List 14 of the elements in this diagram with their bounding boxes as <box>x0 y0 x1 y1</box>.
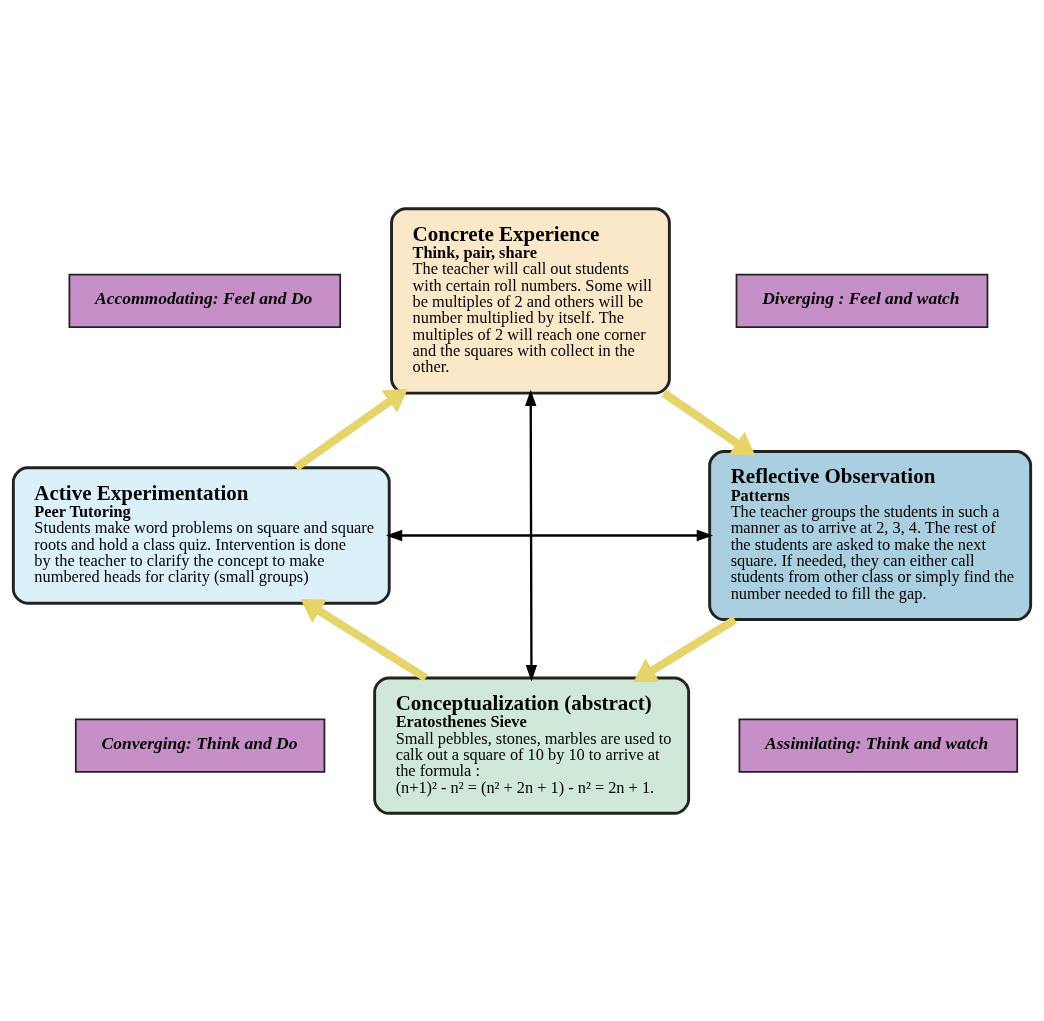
node-box: Accommodating: Feel and Do <box>68 273 342 328</box>
arrow <box>300 598 428 681</box>
node-box: Diverging : Feel and watch <box>735 273 989 328</box>
node-box: Concrete Experience Think, pair, share The teacher will call out students with certain roll numbers. Some will be multiples of 2 and others will be number multiplied by itself. The multiples of 2 will reach one corner and the squares with collect in the other. <box>390 206 671 395</box>
arrow <box>661 389 756 456</box>
arrow <box>293 388 408 471</box>
node-box: Conceptualization (abstract) Eratosthenes Sieve Small pebbles, stones, marbles are used to calk out a square of 10 by 10 to arrive at the formula : (n+1)² - n² = (n² + 2n + 1) - n² = 2n + 1. <box>373 675 691 815</box>
node-box: Active Experimentation Peer Tutoring Students make word problems on square and square roots and hold a class quiz. Intervention is done by the teacher to clarify the concept to make numbered heads for clarity (small groups) <box>11 465 391 605</box>
arrow <box>385 529 714 541</box>
arrow <box>525 389 538 681</box>
node-box: Converging: Think and Do <box>74 718 326 773</box>
node-box: Assimilating: Think and watch <box>738 718 1019 773</box>
node-box: Reflective Observation Patterns The teacher groups the students in such a manner as to arrive at 2, 3, 4. The rest of the students are asked to make the next square. If needed, they can either call students from other class or simply find the number needed to fill the gap. <box>708 449 1033 621</box>
arrow <box>633 615 738 682</box>
